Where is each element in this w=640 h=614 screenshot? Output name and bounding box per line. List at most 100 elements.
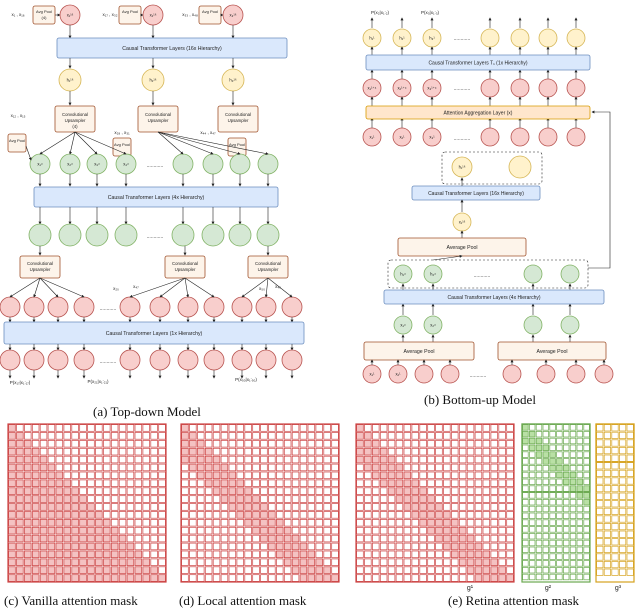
mask-vanilla-cell bbox=[39, 495, 48, 503]
mask-vanilla-cell bbox=[47, 574, 56, 582]
mask-vanilla-cell bbox=[8, 479, 16, 487]
mask-local-cell bbox=[228, 566, 237, 574]
mask-retina-g1-cell bbox=[379, 566, 388, 574]
mask-local-cell bbox=[204, 495, 213, 503]
mask-retina-g1-cell bbox=[451, 424, 459, 432]
mask-retina-g1-cell bbox=[395, 495, 404, 503]
arrow-ups2-to-x1-3 bbox=[39, 277, 59, 298]
mask-retina-g2-cell bbox=[549, 573, 556, 581]
mask-retina-g1-cell bbox=[395, 440, 404, 448]
mask-local-cell bbox=[228, 495, 237, 503]
mask-local-cell bbox=[276, 526, 284, 535]
mask-vanilla-cell bbox=[8, 424, 16, 432]
mask-vanilla-cell bbox=[158, 503, 166, 511]
mask-retina-g1-cell bbox=[364, 487, 372, 495]
mask-local-cell bbox=[212, 479, 221, 487]
td-ups-l1-1: Convolutional bbox=[62, 112, 88, 117]
mask-retina-g2-cell bbox=[556, 499, 563, 506]
mask-local-cell bbox=[212, 455, 221, 464]
mask-vanilla-cell bbox=[150, 424, 158, 432]
mask-retina-g1-cell bbox=[364, 495, 372, 503]
mask-local-cell bbox=[283, 542, 292, 551]
mask-local-cell bbox=[212, 534, 221, 543]
mask-local-cell bbox=[228, 440, 237, 448]
mask-retina-g2-cell bbox=[569, 478, 577, 485]
mask-vanilla-cell bbox=[24, 558, 32, 566]
mask-vanilla-cell bbox=[110, 566, 119, 574]
mask-local-cell bbox=[331, 534, 339, 543]
mask-local-cell bbox=[260, 534, 268, 543]
mask-retina-g1-cell bbox=[387, 432, 396, 440]
mask-vanilla-cell bbox=[24, 526, 32, 535]
mask-local-cell bbox=[268, 574, 276, 582]
arrow-ups-to-x4-3 bbox=[74, 131, 98, 155]
mask-local-cell bbox=[331, 471, 339, 480]
mask-local-cell bbox=[315, 432, 323, 440]
mask-retina-g1-cell bbox=[395, 447, 404, 456]
mask-retina-g1-cell bbox=[356, 511, 364, 519]
mask-retina-g1-cell bbox=[466, 542, 475, 551]
mask-local-cell bbox=[220, 526, 229, 535]
mask-vanilla-cell bbox=[110, 519, 119, 527]
mask-retina-g2-cell bbox=[529, 533, 536, 540]
mask-vanilla-cell bbox=[47, 424, 56, 432]
mask-vanilla-cell bbox=[103, 519, 111, 527]
mask-local-cell bbox=[228, 542, 237, 551]
mask-retina-g1-cell bbox=[506, 455, 514, 464]
mask-retina-g1-cell bbox=[474, 487, 483, 495]
mask-retina-g2-cell bbox=[549, 471, 556, 479]
mask-vanilla-cell bbox=[31, 495, 40, 503]
mask-retina-g2-cell bbox=[522, 465, 529, 472]
mask-local-cell bbox=[252, 558, 260, 566]
mask-retina-g2-cell bbox=[529, 553, 536, 560]
mask-retina-g1-cell bbox=[490, 511, 498, 519]
mask-retina-g1-cell bbox=[451, 574, 459, 582]
mask-local-cell bbox=[236, 447, 244, 456]
mask-vanilla-cell bbox=[8, 550, 16, 559]
mask-vanilla-cell bbox=[95, 519, 103, 527]
h4-node-7 bbox=[228, 223, 252, 247]
mask-retina-g1-cell bbox=[451, 511, 459, 519]
mask-retina-g1-cell bbox=[411, 447, 419, 456]
mask-retina-g2-cell bbox=[522, 512, 529, 519]
mask-local-cell bbox=[197, 455, 205, 464]
mask-vanilla-cell bbox=[118, 424, 127, 432]
mask-local-cell bbox=[244, 519, 252, 527]
mask-retina-g2-cell bbox=[569, 431, 577, 438]
mask-local-cell bbox=[331, 519, 339, 527]
mask-retina-g1-cell bbox=[411, 432, 419, 440]
mask-retina-g2-cell bbox=[556, 451, 563, 458]
mask-local-cell bbox=[252, 542, 260, 551]
mask-retina-g1-cell bbox=[490, 479, 498, 487]
mask-retina-g1-cell bbox=[482, 542, 491, 551]
mask-retina-g3-cell bbox=[611, 561, 619, 569]
mask-local-cell bbox=[323, 447, 331, 456]
mask-retina-g2-cell bbox=[522, 553, 529, 560]
mask-retina-g1-cell bbox=[466, 471, 475, 480]
mask-vanilla-cell bbox=[95, 471, 103, 480]
mask-vanilla-cell bbox=[47, 558, 56, 566]
mask-local-cell bbox=[331, 424, 339, 432]
mask-local-cell bbox=[260, 495, 268, 503]
mask-local-cell bbox=[283, 574, 292, 582]
mask-retina-g2-cell bbox=[576, 424, 583, 431]
mask-vanilla-cell bbox=[118, 526, 127, 535]
mask-retina-g1-cell bbox=[387, 550, 396, 559]
bu-layer-16x-label: Causal Transformer Layers (16x Hierarchy… bbox=[428, 191, 524, 197]
mask-vanilla-cell bbox=[87, 471, 95, 480]
mask-local-cell bbox=[268, 455, 276, 464]
mask-local-cell bbox=[260, 424, 268, 432]
mask-retina-g1-cell bbox=[356, 495, 364, 503]
x1-node-8 bbox=[203, 296, 225, 318]
mask-vanilla-cell bbox=[24, 574, 32, 582]
bu-input-node-6 bbox=[536, 364, 556, 384]
mask-vanilla-cell bbox=[134, 463, 143, 472]
td-dots-1: ............ bbox=[147, 163, 164, 169]
mask-local-cell bbox=[197, 479, 205, 487]
mask-local-cell bbox=[315, 566, 323, 574]
mask-local-cell bbox=[268, 463, 276, 472]
bu-layer-1x-label: Causal Transformer Layers T₁ (1x Hierarc… bbox=[428, 61, 527, 67]
mask-retina-g1-cell bbox=[506, 479, 514, 487]
mask-retina-g1-cell bbox=[356, 503, 364, 511]
mask-retina-g2-cell bbox=[576, 478, 583, 485]
